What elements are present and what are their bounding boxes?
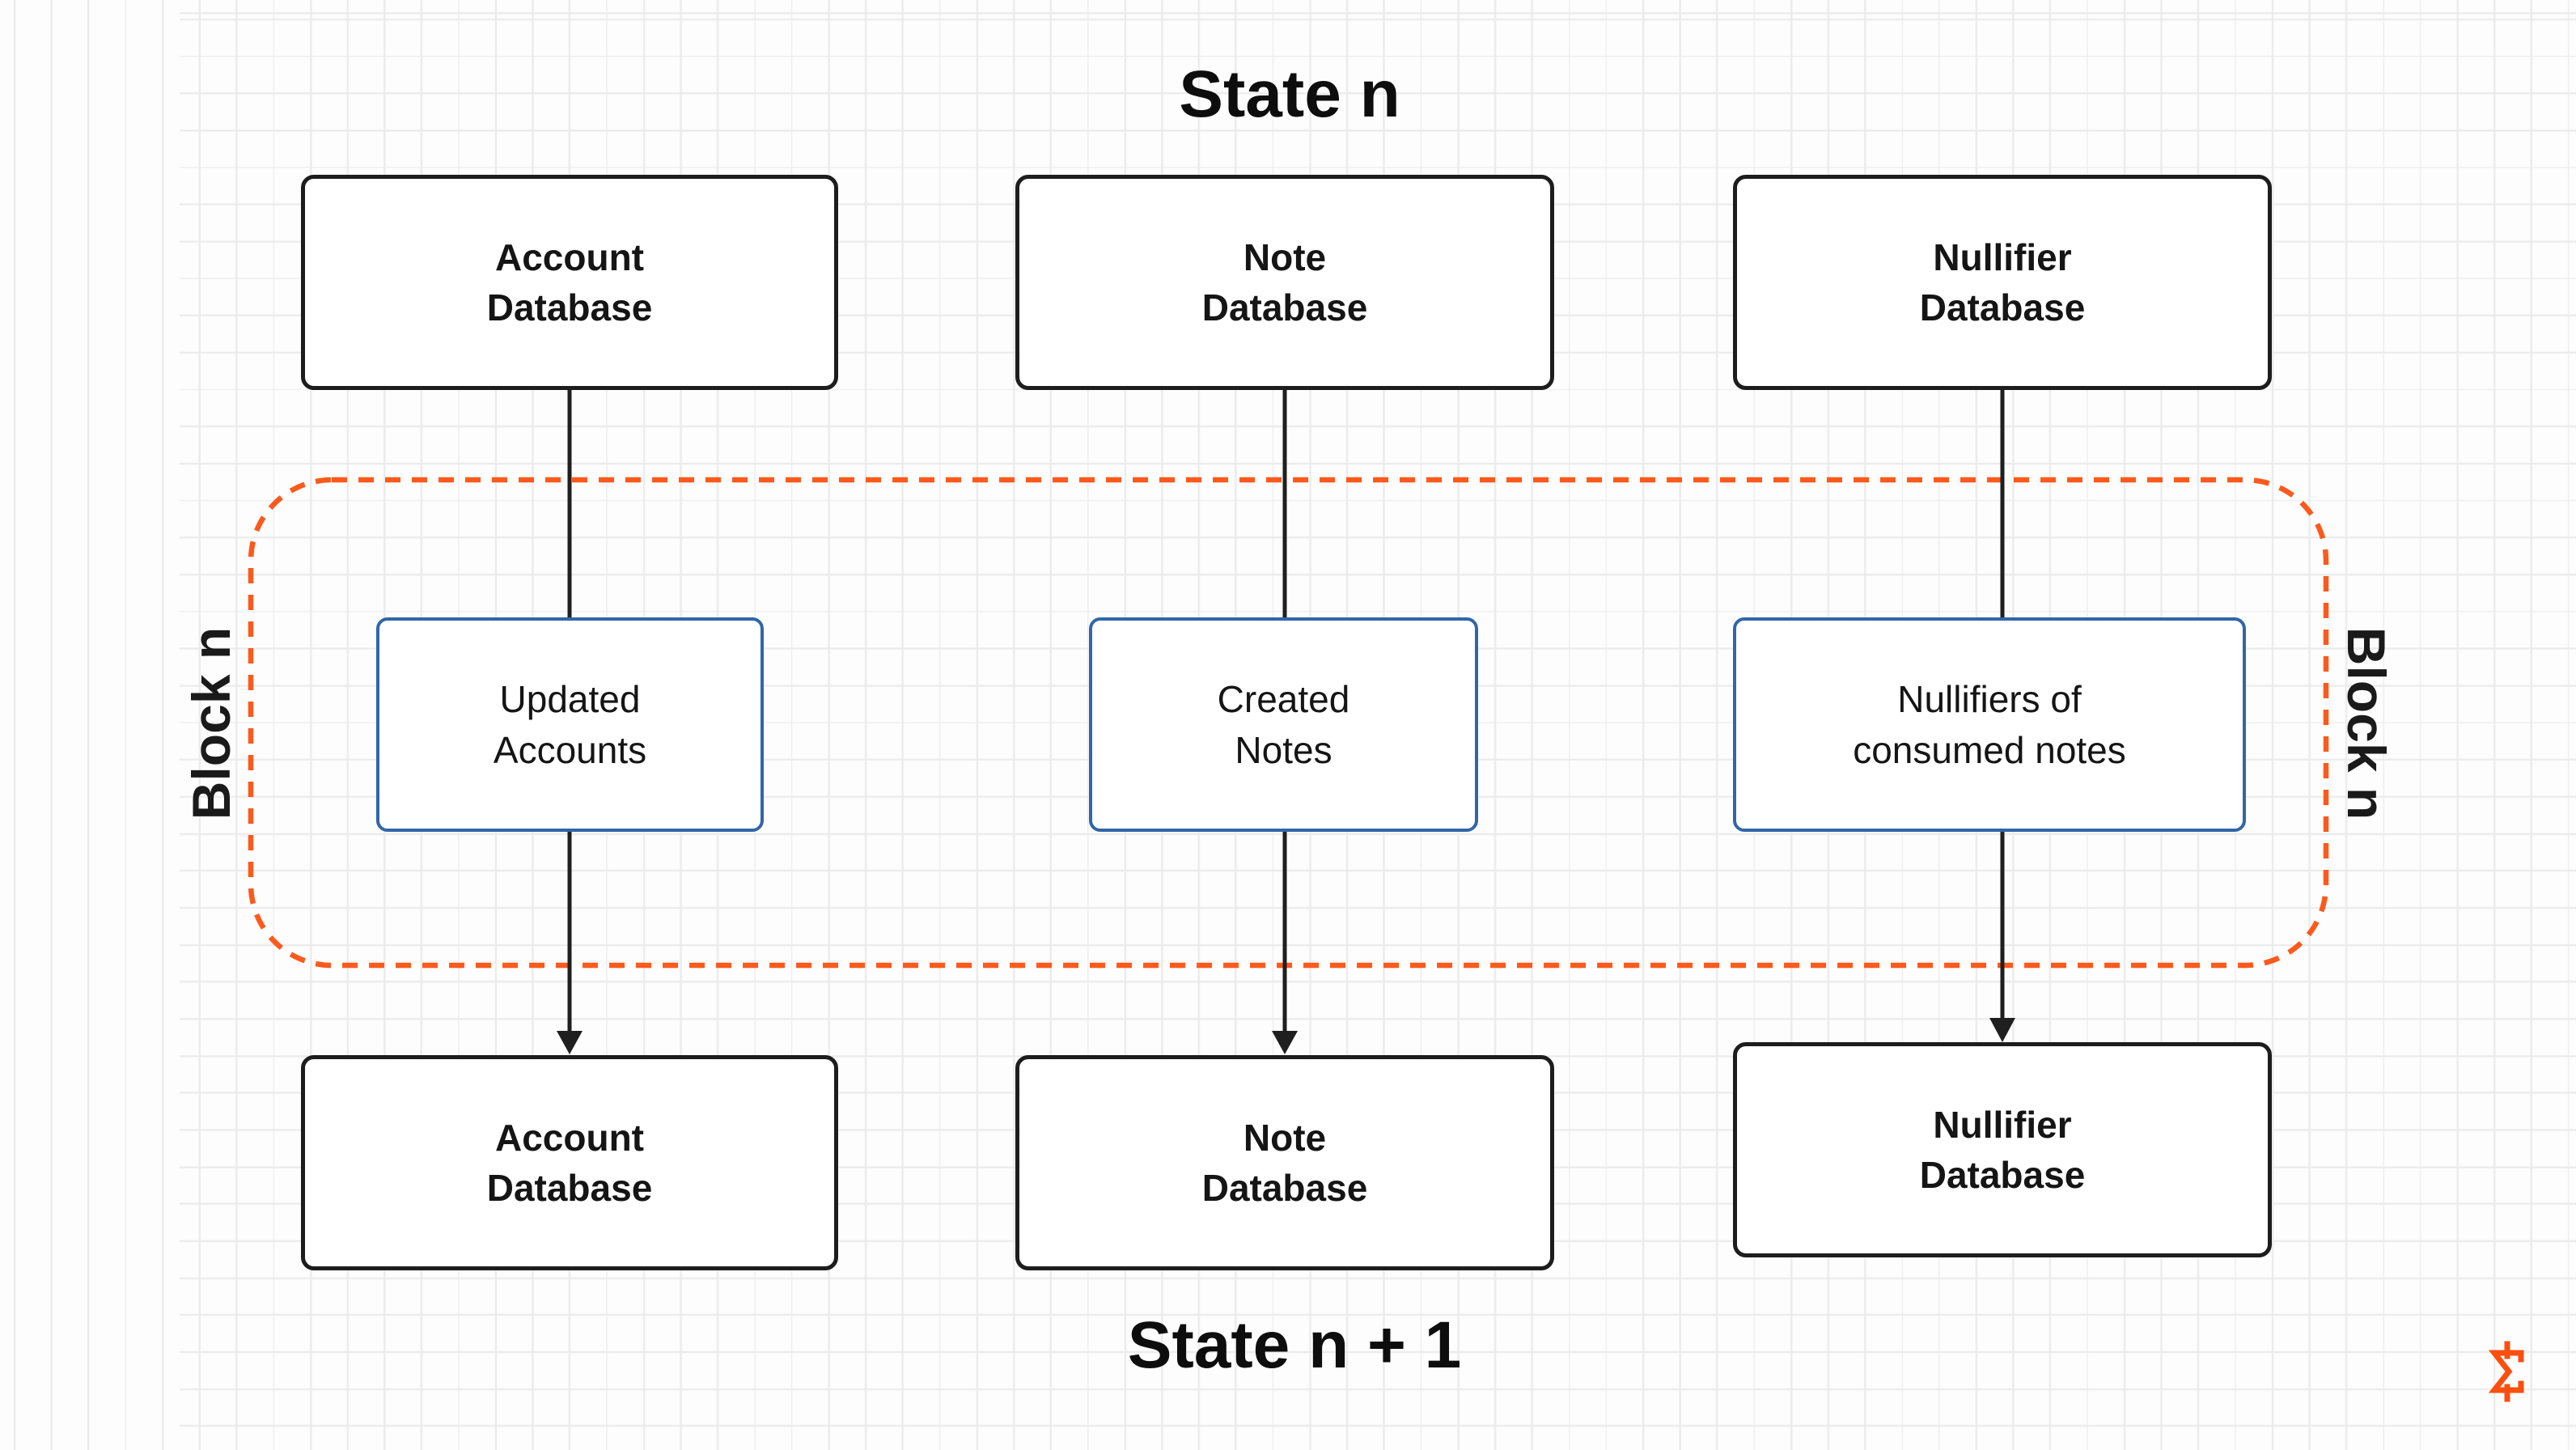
state-n-plus-1-title: State n + 1	[1127, 1308, 1462, 1382]
arrowhead-account-bottom	[557, 1031, 583, 1054]
block-n-label-right: Block n	[2337, 626, 2396, 820]
arrowhead-note-bottom	[1272, 1031, 1298, 1054]
note-database-bottom-node: Note Database	[1015, 1055, 1554, 1270]
state-n-title: State n	[1179, 57, 1400, 131]
block-n-label-left: Block n	[181, 626, 241, 820]
arrowhead-nullifier-bottom	[1989, 1018, 2015, 1042]
nullifier-database-bottom-node: Nullifier Database	[1733, 1042, 2272, 1257]
nullifier-database-top-node: Nullifier Database	[1733, 175, 2272, 390]
block-n-dashed-region	[248, 477, 2329, 969]
created-notes-node: Created Notes	[1089, 617, 1478, 832]
nullifiers-consumed-notes-node: Nullifiers of consumed notes	[1733, 617, 2246, 832]
sigma-logo-icon	[2488, 1341, 2524, 1402]
account-database-bottom-node: Account Database	[301, 1055, 838, 1270]
account-database-top-node: Account Database	[301, 175, 838, 390]
updated-accounts-node: Updated Accounts	[376, 617, 764, 832]
note-database-top-node: Note Database	[1015, 175, 1554, 390]
